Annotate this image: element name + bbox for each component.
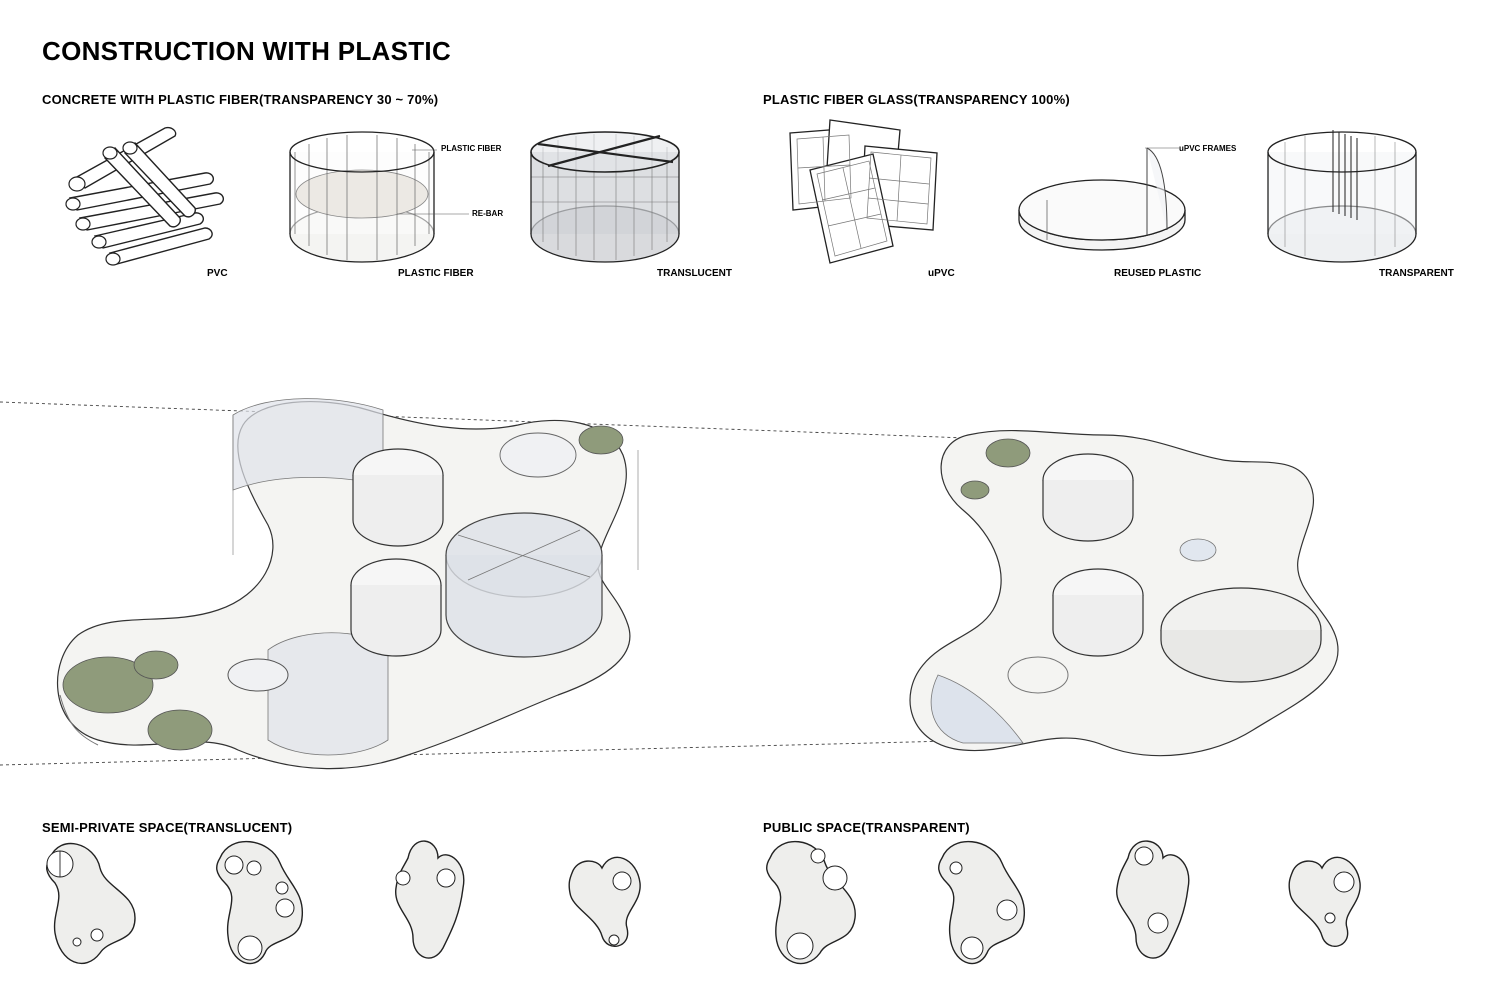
material-label-plastic-fiber: PLASTIC FIBER bbox=[398, 268, 474, 279]
material-label-translucent: TRANSLUCENT bbox=[657, 268, 732, 279]
public-plan-3 bbox=[1116, 840, 1190, 959]
semi-private-plan-1 bbox=[46, 842, 136, 964]
section-title-semi-private: SEMI-PRIVATE SPACE(TRANSLUCENT) bbox=[42, 820, 293, 835]
semi-private-axonometric bbox=[56, 398, 639, 770]
public-plan-1 bbox=[766, 841, 856, 965]
public-plan-4 bbox=[1288, 856, 1361, 947]
material-label-pvc: PVC bbox=[207, 268, 228, 279]
material-label-upvc: uPVC bbox=[928, 268, 955, 279]
annotation-re-bar: RE-BAR bbox=[472, 209, 504, 218]
semi-private-plan-2 bbox=[216, 841, 303, 965]
semi-private-plan-3 bbox=[395, 840, 465, 959]
plastic-fiber-cylinder bbox=[289, 131, 469, 263]
page-title: CONSTRUCTION WITH PLASTIC bbox=[42, 36, 452, 66]
upvc-window-panels bbox=[789, 119, 938, 264]
section-title-glass: PLASTIC FIBER GLASS(TRANSPARENCY 100%) bbox=[763, 92, 1070, 107]
public-axonometric bbox=[909, 429, 1339, 757]
pvc-pipes-illustration bbox=[65, 126, 224, 266]
transparent-cylinder bbox=[1267, 130, 1417, 263]
semi-private-plan-4 bbox=[568, 856, 641, 947]
annotation-upvc-frames: uPVC FRAMES bbox=[1179, 144, 1237, 153]
public-plan-2 bbox=[938, 841, 1025, 965]
reused-plastic-disc bbox=[1018, 147, 1186, 251]
translucent-cylinder bbox=[530, 131, 680, 263]
section-title-public: PUBLIC SPACE(TRANSPARENT) bbox=[763, 820, 970, 835]
section-title-concrete: CONCRETE WITH PLASTIC FIBER(TRANSPARENCY… bbox=[42, 92, 439, 107]
material-label-reused-plastic: REUSED PLASTIC bbox=[1114, 268, 1202, 279]
annotation-plastic-fiber: PLASTIC FIBER bbox=[441, 144, 502, 153]
material-label-transparent: TRANSPARENT bbox=[1379, 268, 1454, 279]
